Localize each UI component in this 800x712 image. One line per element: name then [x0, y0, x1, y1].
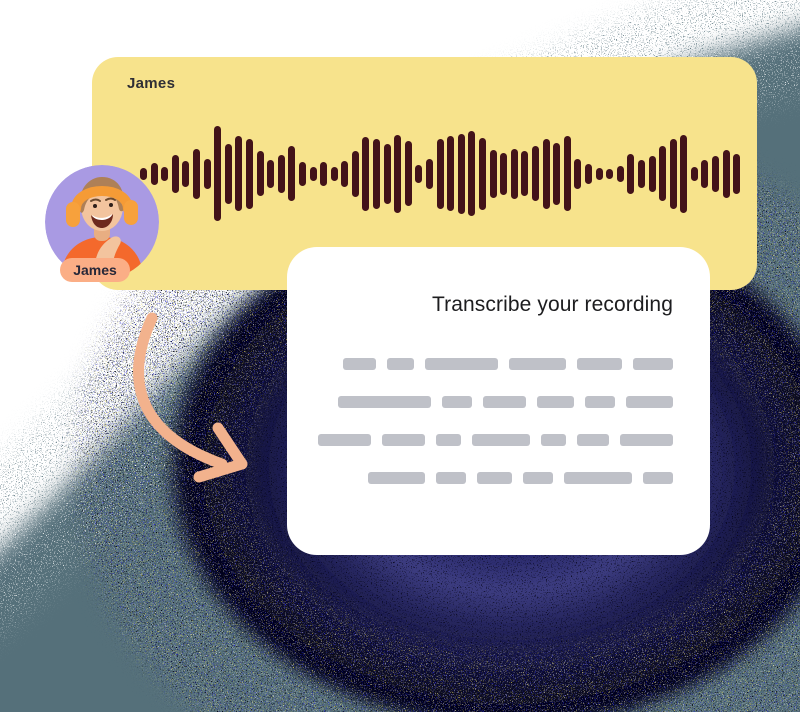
waveform-bar — [648, 155, 656, 192]
curved-arrow-icon — [133, 312, 248, 483]
waveform-bar — [224, 143, 232, 204]
transcript-placeholder — [317, 358, 673, 484]
waveform-bar — [468, 131, 476, 216]
waveform-bar — [426, 158, 434, 189]
placeholder-bar — [442, 396, 472, 408]
waveform-bar — [563, 136, 571, 211]
waveform-bar — [595, 167, 603, 180]
waveform-bar — [309, 166, 317, 181]
placeholder-bar — [387, 358, 414, 370]
placeholder-bar — [564, 472, 632, 484]
placeholder-bar — [523, 472, 553, 484]
waveform-bar — [140, 167, 147, 180]
waveform-bar — [415, 164, 423, 183]
placeholder-bar — [633, 358, 673, 370]
waveform-bar — [341, 160, 349, 187]
waveform-bar — [298, 161, 306, 186]
waveform-bar — [616, 165, 624, 182]
waveform-bar — [203, 158, 211, 189]
placeholder-bar — [585, 396, 615, 408]
placeholder-bar — [477, 472, 512, 484]
placeholder-bar — [472, 434, 530, 446]
waveform-bar — [690, 166, 698, 181]
placeholder-bar — [577, 358, 622, 370]
placeholder-bar — [643, 472, 673, 484]
placeholder-bar — [318, 434, 371, 446]
waveform-bar — [373, 138, 381, 209]
placeholder-bar — [436, 472, 466, 484]
waveform-bar — [457, 133, 465, 214]
waveform-bar — [584, 163, 592, 184]
audio-waveform — [140, 57, 744, 290]
placeholder-bar — [436, 434, 461, 446]
placeholder-bar — [343, 358, 376, 370]
transcribe-card: Transcribe your recording — [287, 247, 710, 555]
waveform-bar — [171, 154, 179, 193]
placeholder-bar — [382, 434, 425, 446]
name-badge: James — [60, 258, 130, 282]
waveform-bar — [680, 134, 688, 213]
placeholder-row — [317, 396, 673, 408]
waveform-bar — [404, 141, 412, 206]
placeholder-bar — [620, 434, 673, 446]
card-title: Transcribe your recording — [432, 293, 673, 316]
placeholder-bar — [509, 358, 566, 370]
waveform-bar — [542, 138, 550, 209]
placeholder-bar — [537, 396, 574, 408]
waveform-bar — [669, 138, 677, 209]
waveform-bar — [436, 138, 444, 209]
waveform-bar — [500, 152, 508, 195]
waveform-bar — [330, 166, 338, 181]
placeholder-bar — [541, 434, 566, 446]
waveform-bar — [733, 153, 741, 194]
waveform-bar — [447, 136, 455, 211]
waveform-bar — [574, 158, 582, 189]
waveform-bar — [606, 168, 614, 179]
waveform-bar — [351, 150, 359, 197]
waveform-bar — [362, 136, 370, 211]
waveform-bar — [214, 126, 222, 221]
waveform-bar — [637, 159, 645, 188]
placeholder-bar — [425, 358, 498, 370]
waveform-bar — [531, 146, 539, 201]
placeholder-bar — [626, 396, 673, 408]
waveform-bar — [479, 137, 486, 210]
waveform-bar — [722, 149, 730, 198]
placeholder-bar — [338, 396, 431, 408]
waveform-bar — [553, 142, 561, 205]
waveform-bar — [701, 159, 709, 188]
waveform-bar — [521, 151, 529, 196]
waveform-bar — [288, 146, 296, 201]
waveform-bar — [489, 149, 497, 198]
waveform-bar — [712, 155, 720, 192]
placeholder-row — [317, 358, 673, 370]
waveform-bar — [277, 154, 285, 193]
speaker-name-label: James — [127, 75, 176, 92]
waveform-bar — [235, 136, 243, 211]
waveform-bar — [256, 151, 264, 196]
placeholder-bar — [368, 472, 425, 484]
placeholder-bar — [483, 396, 526, 408]
waveform-bar — [510, 148, 518, 199]
placeholder-row — [317, 472, 673, 484]
placeholder-bar — [577, 434, 609, 446]
waveform-bar — [182, 160, 190, 187]
waveform-bar — [394, 134, 402, 213]
waveform-bar — [161, 166, 169, 181]
waveform-bar — [150, 162, 158, 185]
waveform-bar — [659, 146, 667, 201]
waveform-bar — [192, 148, 200, 199]
waveform-bar — [627, 153, 635, 194]
placeholder-row — [317, 434, 673, 446]
waveform-bar — [383, 143, 391, 204]
waveform-bar — [320, 161, 328, 186]
waveform-bar — [245, 138, 253, 209]
waveform-bar — [267, 159, 275, 188]
